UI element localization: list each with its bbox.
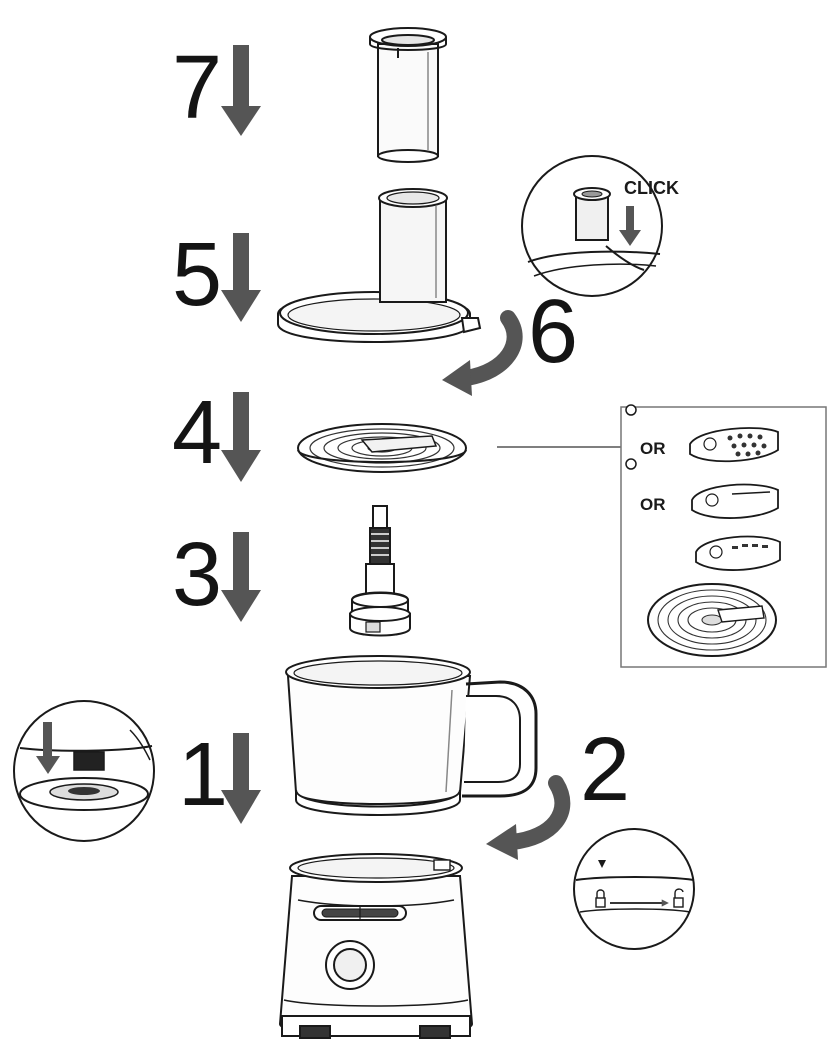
motor-base [278, 853, 474, 1039]
step-6-number: 6 [528, 282, 578, 382]
slicing-disc [297, 423, 467, 473]
step-3-number: 3 [172, 525, 222, 625]
down-arrow-icon [221, 532, 261, 622]
disc-stem [349, 505, 411, 637]
padlock-closed-icon [595, 889, 606, 908]
click-detail-callout [521, 155, 663, 297]
lock-detail-callout [573, 828, 695, 950]
step-4-number: 4 [172, 383, 222, 483]
food-pusher [369, 27, 447, 163]
down-arrow-icon [221, 733, 261, 824]
padlock-open-icon [673, 888, 684, 908]
bowl-lid [277, 188, 482, 343]
curved-arrow-icon [442, 310, 523, 396]
or-label-2: OR [640, 495, 666, 514]
step-7-number: 7 [172, 38, 222, 138]
coupling-detail-callout [13, 700, 155, 842]
work-bowl [285, 655, 538, 816]
click-label: CLICK [624, 178, 679, 198]
step-1-number: 1 [178, 725, 228, 825]
or-label-1: OR [640, 439, 666, 458]
curved-arrow-icon [486, 775, 571, 860]
disc-options-panel [620, 404, 827, 668]
down-arrow-icon [221, 233, 261, 322]
step-5-number: 5 [172, 225, 222, 325]
down-arrow-icon [221, 45, 261, 136]
step-2-number: 2 [580, 720, 630, 820]
down-arrow-icon [221, 392, 261, 482]
